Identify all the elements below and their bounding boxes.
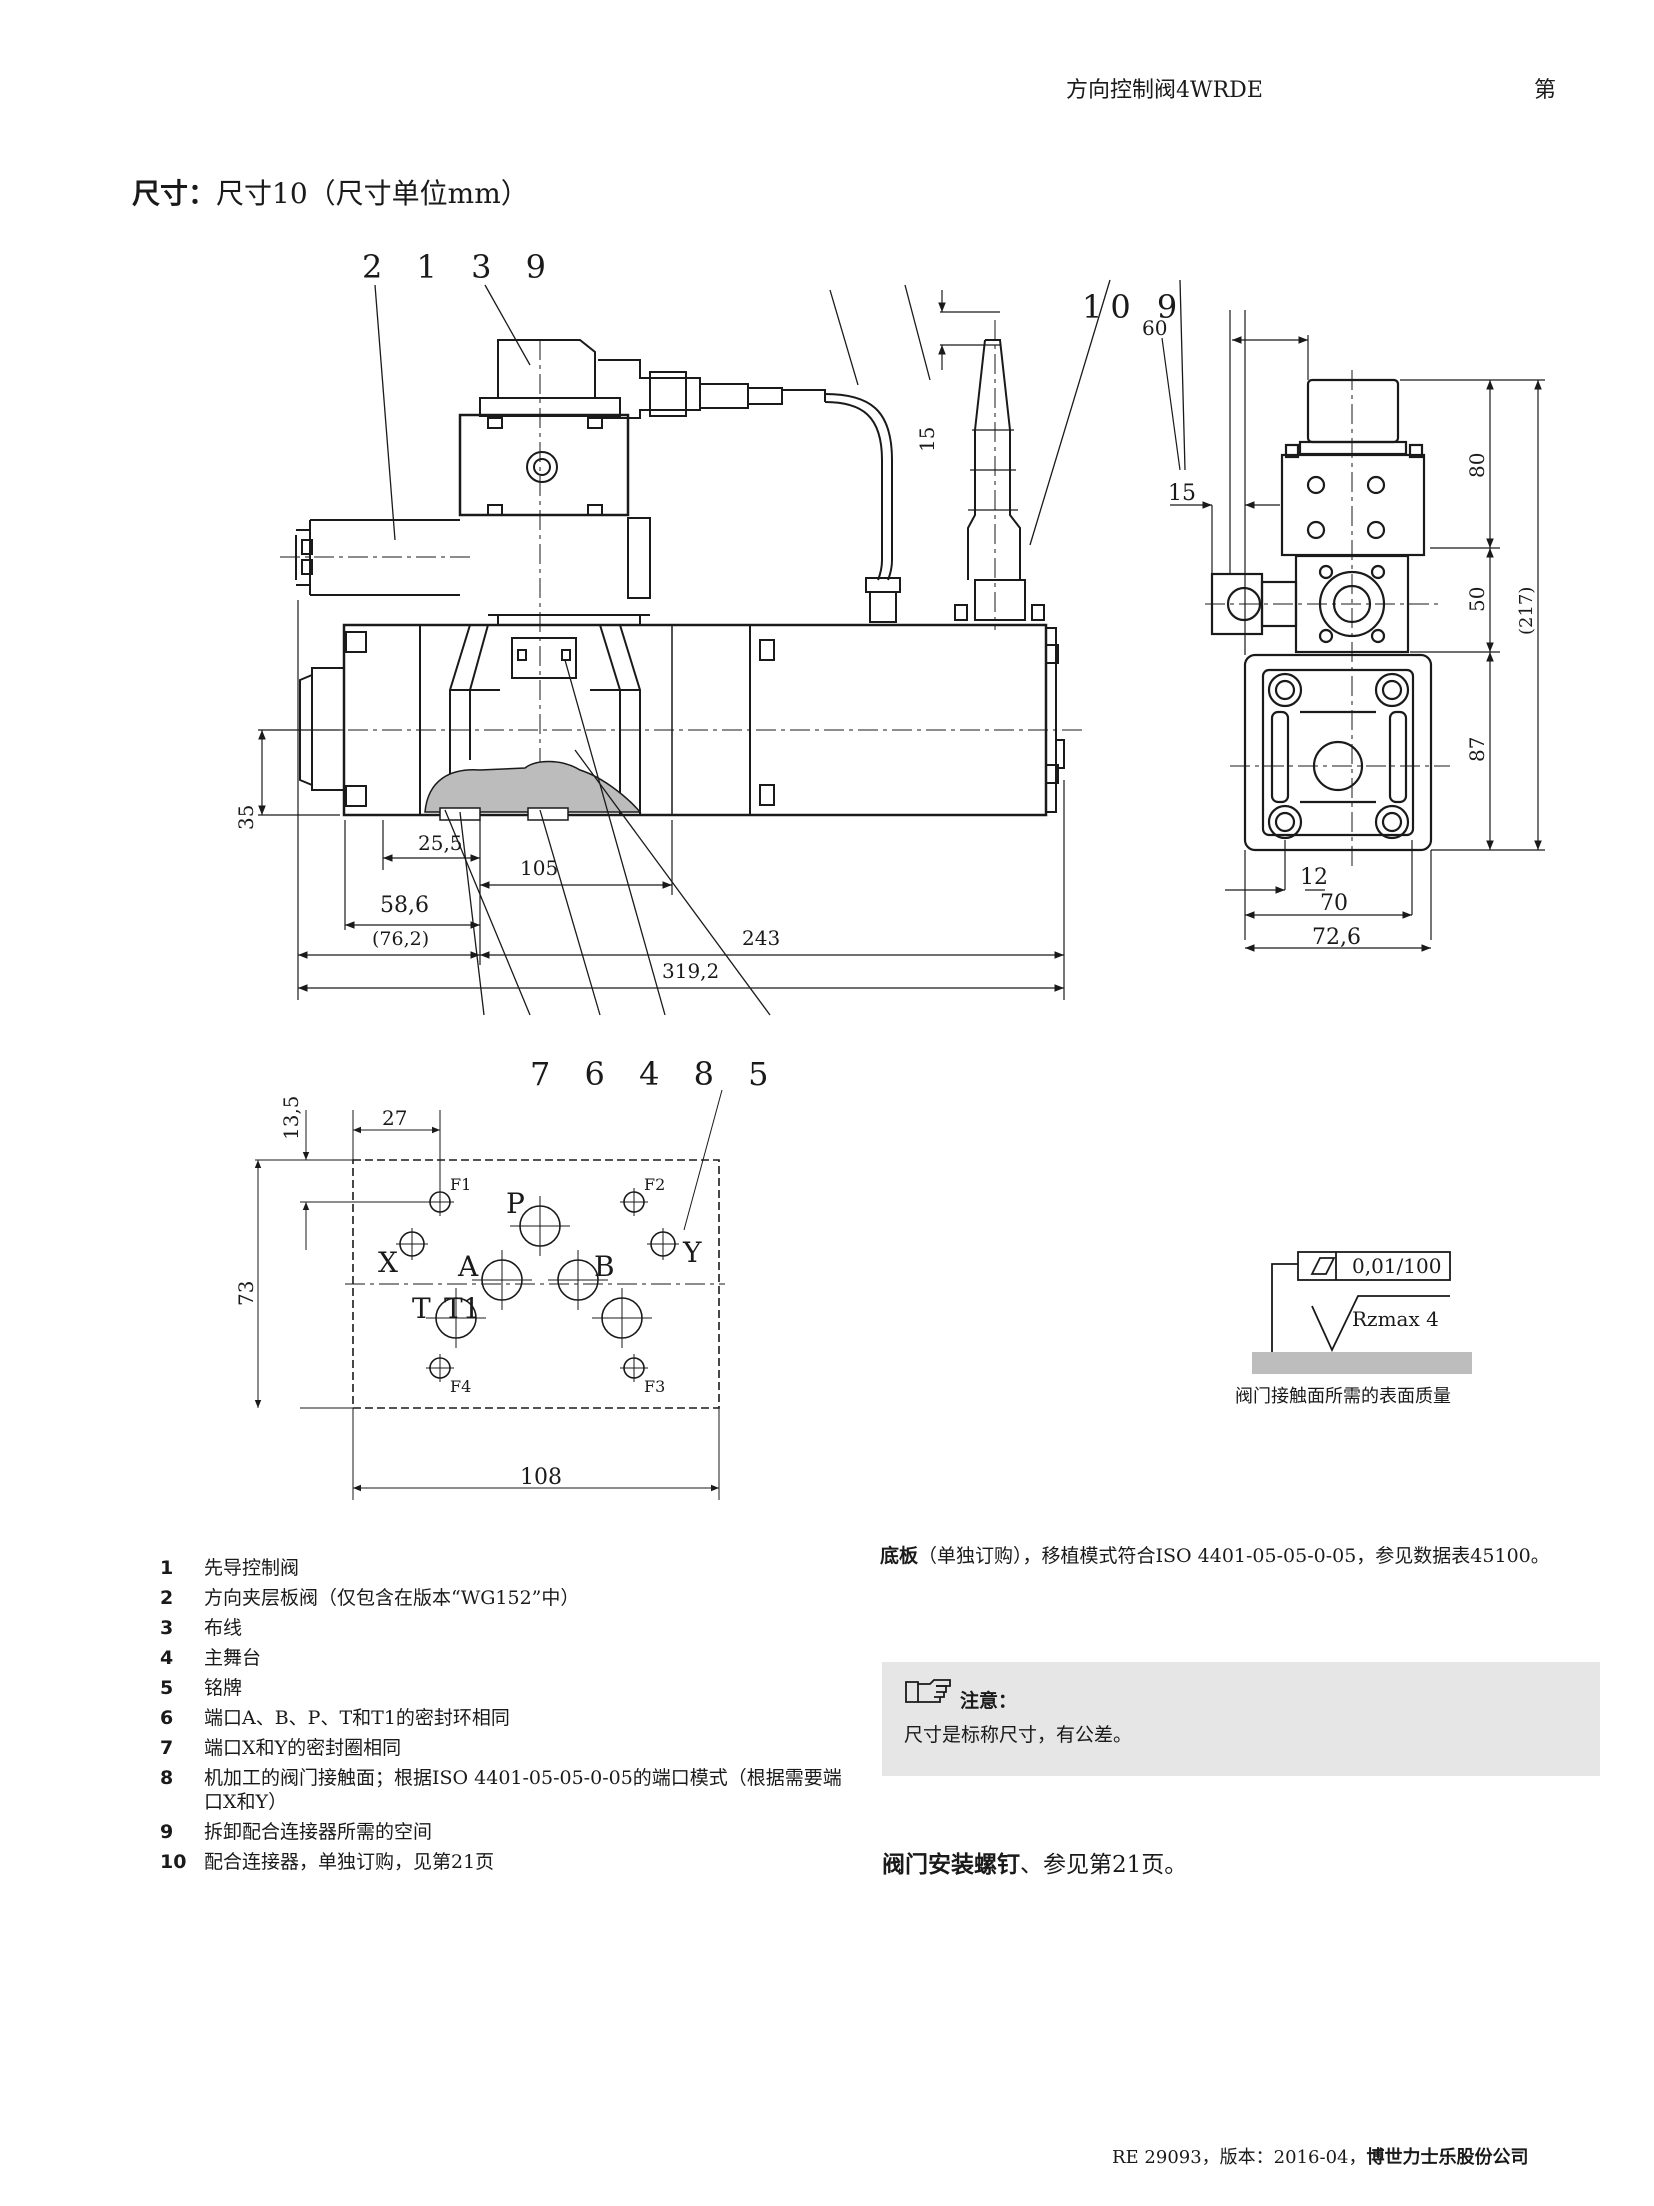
plate-dim-73: 73 bbox=[234, 1281, 258, 1306]
dim-58-6: 58,6 bbox=[380, 893, 429, 918]
valve-side-drawing: 2 1 3 9 10 9 60 7 6 4 8 5 15 35 25,5 105… bbox=[234, 248, 1186, 1093]
pointing-hand-icon bbox=[905, 1679, 951, 1703]
page-footer: RE 29093，版本：2016-04，博世力士乐股份公司 bbox=[1112, 2147, 1529, 2168]
plate-dim-27: 27 bbox=[382, 1106, 407, 1130]
callouts-right: 10 9 bbox=[1082, 288, 1185, 326]
port-p-label: P bbox=[506, 1187, 525, 1220]
end-dim-80: 80 bbox=[1465, 453, 1489, 478]
port-t1-label: T1 bbox=[444, 1292, 481, 1325]
dim-15-vertical: 15 bbox=[915, 427, 939, 452]
plate-dim-108: 108 bbox=[520, 1465, 562, 1490]
callout-60: 60 bbox=[1142, 316, 1167, 340]
dim-25-5: 25,5 bbox=[418, 831, 463, 855]
flatness-value: 0,01/100 bbox=[1352, 1254, 1441, 1278]
dim-243: 243 bbox=[742, 926, 780, 950]
header-page: 第 bbox=[1534, 78, 1557, 103]
callouts-bottom: 7 6 4 8 5 bbox=[530, 1055, 780, 1093]
surface-quality-symbol: 0,01/100 Rzmax 4 bbox=[1252, 1251, 1472, 1374]
end-dim-12: 12 bbox=[1300, 865, 1328, 890]
end-dim-50: 50 bbox=[1465, 587, 1489, 612]
mounting-face-drawing: 13,5 27 73 108 P X Y A B T T1 F1 F2 F3 F… bbox=[234, 1089, 725, 1500]
end-dim-87: 87 bbox=[1465, 737, 1489, 762]
note-box: 注意： 尺寸是标称尺寸，有公差。 bbox=[882, 1662, 1600, 1776]
end-dim-15: 15 bbox=[1168, 481, 1196, 506]
valve-end-drawing: 15 80 50 (217) 87 12 70 72,6 bbox=[1161, 310, 1545, 952]
note-body: 尺寸是标称尺寸，有公差。 bbox=[904, 1724, 1133, 1746]
plate-dim-13-5: 13,5 bbox=[279, 1095, 303, 1140]
note-title: 注意： bbox=[960, 1690, 1018, 1712]
end-dim-72-6: 72,6 bbox=[1312, 925, 1361, 950]
mounting-screws-text: 阀门安装螺钉、参见第21页。 bbox=[882, 1852, 1188, 1878]
port-t-label: T bbox=[412, 1292, 431, 1325]
callouts-top: 2 1 3 9 bbox=[362, 248, 558, 286]
port-f1-label: F1 bbox=[450, 1175, 471, 1194]
port-a-label: A bbox=[457, 1250, 479, 1283]
title-bold: 尺寸： bbox=[132, 177, 217, 210]
port-f3-label: F3 bbox=[644, 1377, 665, 1396]
surface-caption: 阀门接触面所需的表面质量 bbox=[1235, 1386, 1451, 1407]
port-f2-label: F2 bbox=[644, 1175, 665, 1194]
dim-105: 105 bbox=[520, 856, 558, 880]
page-title: 尺寸：尺寸10（尺寸单位mm） bbox=[132, 172, 529, 212]
title-rest: 尺寸10（尺寸单位mm） bbox=[216, 177, 529, 210]
header-product: 方向控制阀4WRDE bbox=[1066, 78, 1263, 103]
port-f4-label: F4 bbox=[450, 1377, 471, 1396]
port-x-label: X bbox=[378, 1246, 398, 1279]
port-b-label: B bbox=[594, 1250, 615, 1283]
dim-319-2: 319,2 bbox=[662, 959, 719, 983]
subplate-text: 底板（单独订购），移植模式符合ISO 4401-05-05-0-05，参见数据表… bbox=[880, 1545, 1550, 1567]
roughness-value: Rzmax 4 bbox=[1352, 1307, 1439, 1331]
port-y-label: Y bbox=[682, 1236, 702, 1269]
dim-76-2: (76,2) bbox=[372, 928, 429, 950]
dim-35: 35 bbox=[234, 805, 258, 830]
end-dim-217: (217) bbox=[1516, 587, 1537, 635]
end-dim-70: 70 bbox=[1320, 891, 1348, 916]
